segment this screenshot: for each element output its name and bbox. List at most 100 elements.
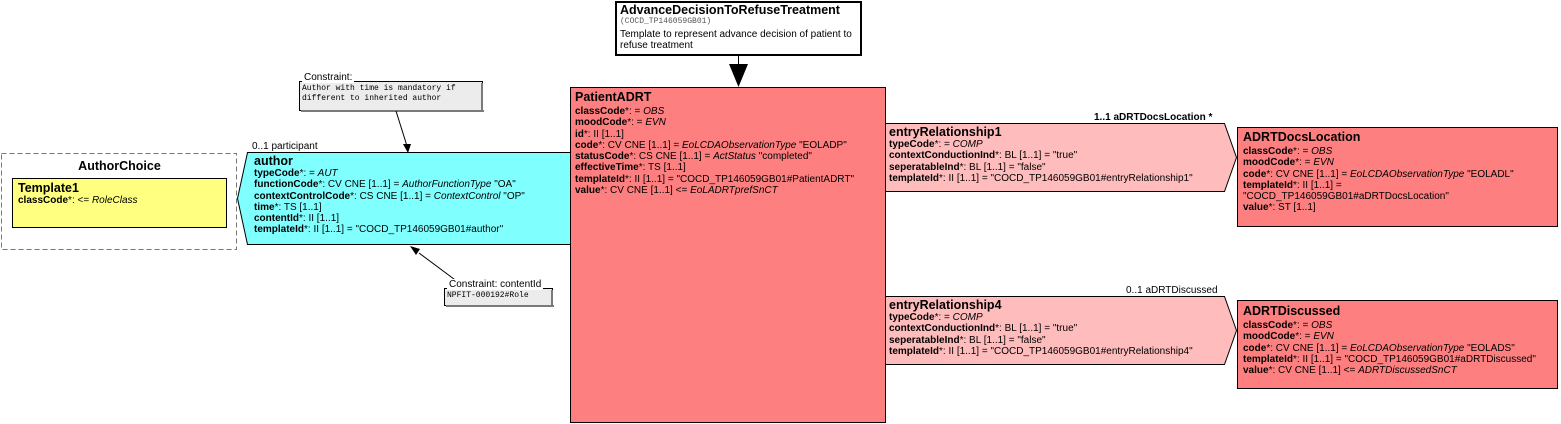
attribute-line: classCode*: = OBS bbox=[575, 106, 854, 117]
attribute-name: seperatableInd bbox=[889, 334, 960, 346]
attribute-name: moodCode bbox=[575, 117, 628, 129]
mandatory-marker: * bbox=[1295, 157, 1300, 169]
attribute-detail: : CV CNE [1..1] = bbox=[602, 139, 683, 151]
patient-adrt-box bbox=[570, 87, 886, 423]
attribute-vocabulary: AuthorFunctionType bbox=[402, 179, 492, 191]
attribute-line: functionCode*: CV CNE [1..1] = AuthorFun… bbox=[254, 179, 525, 190]
template1-attr-rest: : <= bbox=[71, 195, 92, 206]
attribute-detail: : = bbox=[303, 168, 318, 179]
attribute-detail: : TS [1..1] bbox=[642, 162, 686, 174]
root-box bbox=[615, 1, 862, 56]
attribute-detail: : = bbox=[1299, 157, 1314, 169]
attribute-line: templateId*: II [1..1] = "COCD_TP146059G… bbox=[575, 174, 854, 185]
attribute-detail: "COCD_TP146059GB01#aDRTDocsLocation" bbox=[1243, 191, 1449, 203]
author-shape bbox=[236, 152, 571, 245]
attribute-line: typeCode*: = COMP bbox=[889, 312, 1193, 323]
template1-title: Template1 bbox=[18, 181, 79, 195]
attribute-detail: : II [1..1] = "COCD_TP146059GB01#Patient… bbox=[628, 173, 855, 185]
attribute-name: functionCode bbox=[254, 179, 319, 191]
attribute-name: classCode bbox=[575, 106, 626, 117]
attribute-fixed-value: "EOLADP" bbox=[796, 139, 847, 151]
attribute-vocabulary: EVN bbox=[645, 117, 666, 129]
mandatory-marker: * bbox=[299, 168, 304, 179]
attribute-name: contentId bbox=[254, 213, 299, 225]
attribute-vocabulary: OBS bbox=[1311, 146, 1333, 157]
attribute-detail: : CS CNE [1..1] = bbox=[633, 151, 714, 163]
attribute-line: time*: TS [1..1] bbox=[254, 202, 525, 213]
discussed-title: ADRTDiscussed bbox=[1243, 304, 1341, 318]
attribute-line: contextControlCode*: CS CNE [1..1] = Con… bbox=[254, 191, 525, 202]
attribute-line: moodCode*: = EVN bbox=[1243, 331, 1536, 342]
attribute-line: code*: CV CNE [1..1] = EoLCDAObservation… bbox=[1243, 343, 1536, 354]
attribute-detail: : = bbox=[1296, 320, 1312, 331]
attribute-detail: : = bbox=[631, 117, 646, 129]
mandatory-marker: * bbox=[1268, 202, 1273, 214]
attribute-detail: : CV CNE [1..1] = bbox=[1270, 342, 1351, 354]
attribute-name: seperatableInd bbox=[889, 161, 960, 173]
attribute-name: code bbox=[575, 139, 599, 151]
attribute-detail: : II [1..1] = bbox=[1296, 179, 1342, 191]
root-id: (COCD_TP146059GB01) bbox=[620, 17, 712, 26]
attribute-name: statusCode bbox=[575, 151, 630, 163]
root-template: AdvanceDecisionToRefuseTreatment (COCD_T… bbox=[620, 3, 858, 52]
attribute-vocabulary: ADRTDiscussedSnCT bbox=[1358, 365, 1457, 377]
mandatory-marker: * bbox=[629, 151, 634, 163]
attribute-line: templateId*: II [1..1] = "COCD_TP146059G… bbox=[889, 173, 1193, 184]
discussed-box bbox=[1237, 300, 1558, 389]
attribute-line: classCode*: = OBS bbox=[1243, 320, 1536, 331]
attribute-detail: : CS CNE [1..1] = bbox=[354, 190, 434, 202]
mandatory-marker: * bbox=[299, 213, 303, 225]
mandatory-marker: * bbox=[939, 172, 943, 184]
attribute-detail: : BL [1..1] = "true" bbox=[999, 323, 1078, 335]
mandatory-marker: * bbox=[304, 224, 308, 236]
attribute-line: statusCode*: CS CNE [1..1] = ActStatus "… bbox=[575, 151, 854, 162]
mandatory-marker: * bbox=[600, 185, 605, 197]
mandatory-marker: * bbox=[1293, 320, 1297, 331]
mandatory-marker: * bbox=[1266, 342, 1271, 354]
mandatory-marker: * bbox=[1293, 146, 1297, 157]
constraint1-text: Author with time is mandatory if differe… bbox=[302, 84, 456, 103]
attribute-vocabulary: OBS bbox=[1311, 320, 1333, 331]
attribute-name: contextConductionInd bbox=[889, 150, 996, 162]
attribute-vocabulary: EVN bbox=[1313, 157, 1334, 169]
mandatory-marker: * bbox=[934, 312, 939, 323]
attribute-line: contextConductionInd*: BL [1..1] = "true… bbox=[889, 150, 1193, 161]
attribute-fixed-value: "EOLADS" bbox=[1464, 342, 1515, 354]
constraint2: Constraint: contentId NPFIT-000192#Role bbox=[447, 279, 557, 301]
attribute-name: typeCode bbox=[889, 139, 935, 150]
attribute-name: value bbox=[1243, 365, 1269, 377]
attribute-name: templateId bbox=[889, 345, 940, 357]
constraint1: Constraint: Author with time is mandator… bbox=[302, 72, 480, 104]
mandatory-marker: * bbox=[1295, 331, 1300, 343]
mandatory-marker: * bbox=[934, 139, 939, 150]
author-assoc-label: 0..1 participant bbox=[252, 141, 318, 152]
mandatory-marker: * bbox=[627, 117, 632, 129]
docs-location-box bbox=[1237, 127, 1558, 227]
attribute-name: templateId bbox=[575, 173, 626, 185]
attribute-detail: : II [1..1] bbox=[302, 213, 340, 225]
mandatory-marker: * bbox=[274, 201, 279, 213]
attribute-detail: : = bbox=[938, 312, 953, 323]
attribute-detail: : II [1..1] = "COCD_TP146059GB01#entryRe… bbox=[942, 172, 1193, 184]
attribute-name: effectiveTime bbox=[575, 162, 639, 174]
attribute-line: value*: ST [1..1] bbox=[1243, 202, 1514, 213]
attribute-vocabulary: EVN bbox=[1313, 331, 1334, 343]
mandatory-marker: * bbox=[1266, 168, 1271, 180]
attribute-detail: : CV CNE [1..1] = bbox=[1270, 168, 1351, 180]
attribute-line: templateId*: II [1..1] = bbox=[1243, 180, 1514, 191]
attribute-line: seperatableInd*: BL [1..1] = "false" bbox=[889, 162, 1193, 173]
mandatory-marker: * bbox=[318, 179, 323, 191]
attribute-line: effectiveTime*: TS [1..1] bbox=[575, 162, 854, 173]
attribute-fixed-value: "OP" bbox=[500, 190, 525, 202]
attribute-detail: : = bbox=[1299, 331, 1314, 343]
attribute-detail: : II [1..1] = "COCD_TP146059GB01#entryRe… bbox=[942, 345, 1193, 357]
attribute-detail: : CV CNE [1..1] = bbox=[322, 179, 403, 191]
attribute-name: templateId bbox=[1243, 179, 1294, 191]
